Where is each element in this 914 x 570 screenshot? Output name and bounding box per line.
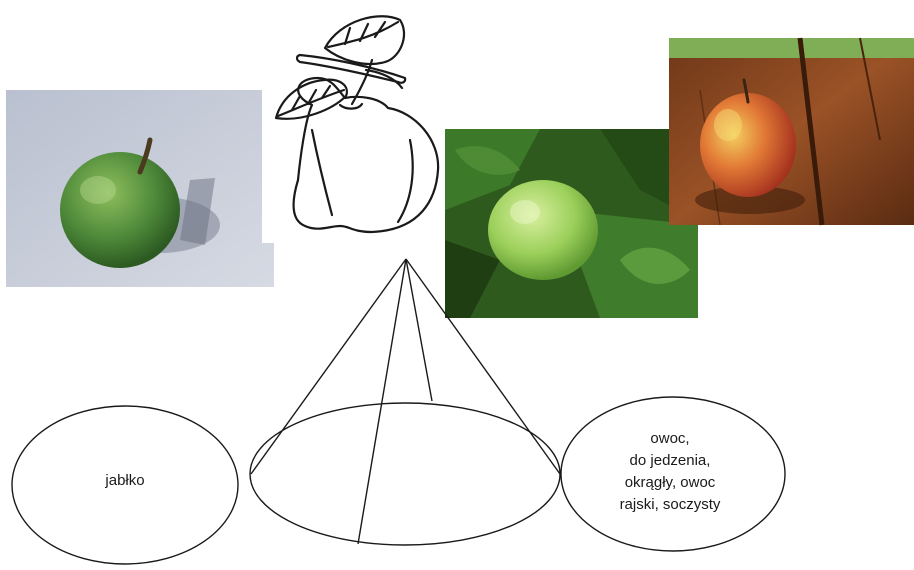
cone-line-left [251, 259, 406, 474]
photo-green-apple-on-tree [445, 129, 698, 318]
photo-red-apple-on-table [669, 38, 914, 225]
cone-line-front [358, 259, 406, 544]
right-ellipse-line: do jedzenia, [580, 450, 760, 472]
photo-green-apple-on-paper [6, 90, 274, 287]
right-ellipse-label: owoc, do jedzenia, okrągły, owoc rajski,… [580, 428, 760, 516]
center-ellipse [250, 403, 560, 545]
cone-line-inner [406, 259, 432, 401]
apple-line-drawing [262, 5, 440, 243]
right-ellipse-line: owoc, [580, 428, 760, 450]
right-ellipse-line: okrągły, owoc [580, 472, 760, 494]
left-ellipse-label: jabłko [60, 470, 190, 492]
right-ellipse-line: rajski, soczysty [580, 494, 760, 516]
